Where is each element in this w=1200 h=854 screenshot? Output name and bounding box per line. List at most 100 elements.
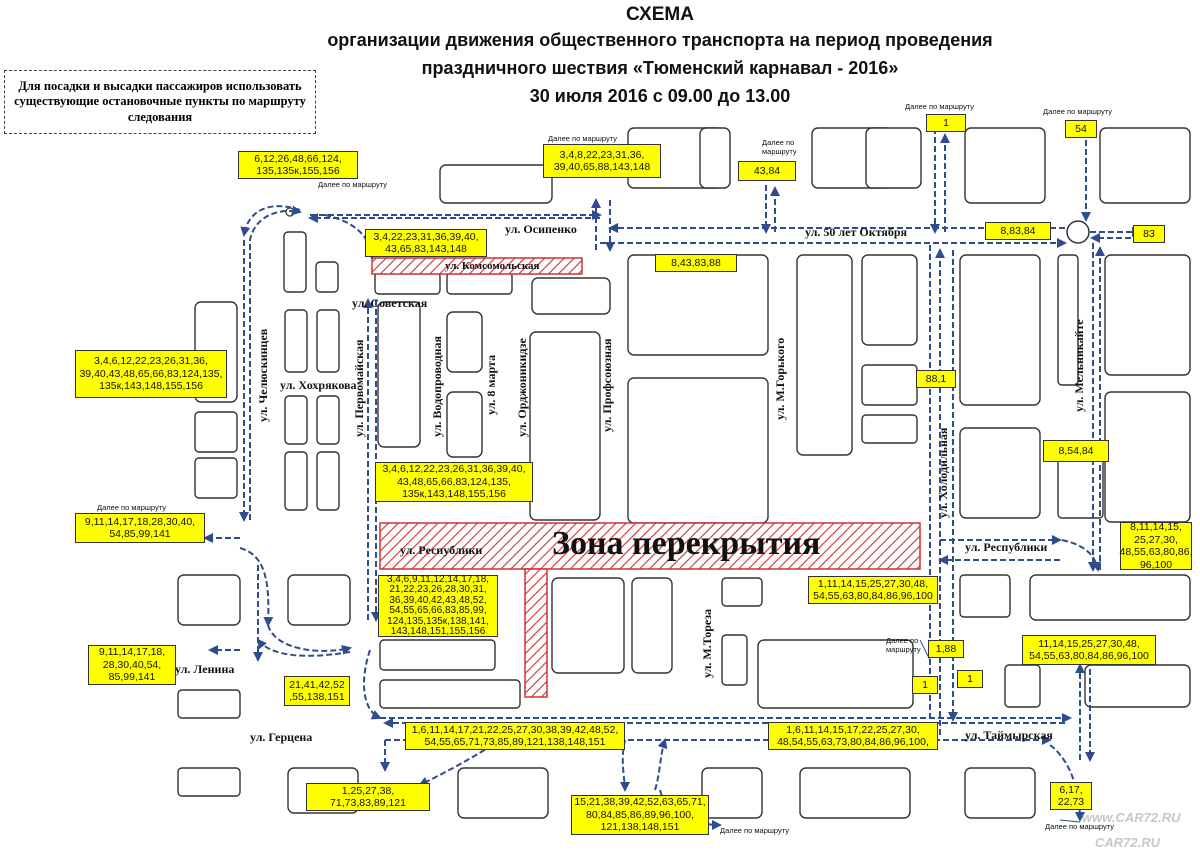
city-block (1099, 127, 1191, 204)
street-label-pervomayskaya: ул. Первомайская (352, 339, 366, 438)
closure-zone-label: Зона перекрытия (552, 525, 821, 562)
route-label-chelyuskintsev: 3,4,6,12,22,23,26,31,36, 39,40,43,48,65,… (75, 350, 227, 398)
route-label-1-top: 1 (926, 114, 966, 132)
city-block (377, 301, 421, 448)
city-block (177, 767, 241, 797)
city-block (1057, 254, 1079, 386)
route-label-1-88: 1,88 (928, 640, 964, 658)
city-block (529, 331, 601, 521)
city-block (315, 261, 339, 293)
route-label-6-17-22-73: 6,17, 22,73 (1050, 782, 1092, 810)
city-block (531, 277, 611, 315)
city-block (284, 451, 308, 511)
city-block (861, 364, 918, 406)
route-label-respubliki-main: 3,4,6,9,11,12,14,17,18, 21,22,23,26,28,3… (378, 574, 498, 637)
city-block (1084, 664, 1191, 708)
city-block (964, 767, 1036, 819)
street-label-8-marta: ул. 8 марта (484, 354, 498, 415)
city-block (194, 457, 238, 499)
street-label-respubliki-east: ул. Республики (965, 540, 1048, 554)
further-route-note: Далее по маршруту (886, 636, 921, 654)
route-label-osipenko-top: 3,4,8,22,23,31,36, 39,40,65,88,143,148 (543, 144, 661, 178)
city-block (284, 395, 308, 445)
street-label-taymyrskaya: ул. Таймырская (965, 728, 1053, 742)
route-label-88-1: 88,1 (916, 370, 956, 388)
city-block (627, 377, 769, 524)
street-label-hohryakova: ул. Хохрякова (280, 378, 357, 392)
city-block (283, 231, 307, 293)
route-label-respubliki-east: 8,11,14,15, 25,27,30, 48,55,63,80,86, 96… (1119, 521, 1193, 571)
route-label-left-mid: 9,11,14,17,18,28,30,40, 54,85,99,141 (75, 513, 205, 543)
street-label-profsoyuznaya: ул. Профсоюзная (600, 338, 614, 432)
city-block (379, 639, 496, 671)
city-block (194, 411, 238, 453)
route-label-bottom-center: 1,6,11,14,17,21,22,25,27,30,38,39,42,48,… (405, 722, 625, 750)
city-block (959, 574, 1011, 618)
city-block (316, 395, 340, 445)
city-blocks (177, 127, 1191, 819)
city-block (699, 127, 731, 189)
route-label-bottom-mid: 15,21,38,39,42,52,63,65,71, 80,84,85,86,… (571, 795, 709, 835)
street-label-melnikayte: ул. Мельникайте (1072, 319, 1086, 412)
city-block (861, 414, 918, 444)
street-label-gertsena: ул. Герцена (250, 730, 313, 744)
further-route-note: Далее по маршруту (548, 134, 617, 143)
city-block (1029, 574, 1191, 621)
city-block (964, 127, 1046, 204)
closure-zone-komsomolskaya (371, 257, 583, 275)
page-title: СХЕМА (626, 4, 694, 25)
city-block (287, 574, 351, 626)
route-label-8-43-83-88: 8,43,83,88 (655, 254, 737, 272)
route-label-1-left: 1 (912, 676, 938, 694)
city-block (1057, 457, 1104, 519)
street-label-komsomolskaya: ул. Комсомольская (445, 260, 540, 272)
city-block (631, 577, 673, 674)
street-label-osipenko: ул. Осипенко (505, 222, 577, 236)
city-block (959, 254, 1041, 406)
city-block (379, 679, 521, 709)
route-label-pervomayskaya: 3,4,6,12,22,23,26,31,36,39,40, 43,48,65,… (375, 462, 533, 502)
city-block (177, 689, 241, 719)
watermark: CAR72.RU (1095, 835, 1161, 850)
city-block (721, 577, 763, 607)
further-route-note: Далее по маршруту (762, 138, 797, 156)
route-label-taymyr-upper: 11,14,15,25,27,30,48, 54,55,63,80,84,86,… (1022, 635, 1156, 665)
city-block (446, 311, 483, 373)
city-block (177, 574, 241, 626)
street-label-toreza: ул. М.Тореза (700, 608, 714, 678)
further-route-note: Далее по маршруту (318, 180, 387, 189)
city-block (446, 271, 513, 295)
street-label-gorkogo: ул. М.Горького (773, 337, 787, 420)
street-label-respubliki: ул. Республики (400, 543, 483, 557)
city-block (721, 634, 748, 686)
city-block (457, 767, 549, 819)
further-route-note: Далее по маршруту (97, 503, 166, 512)
route-label-43-84: 43,84 (738, 161, 796, 181)
city-block (757, 639, 914, 709)
further-route-note: Далее по маршруту (1043, 107, 1112, 116)
route-label-83: 83 (1133, 225, 1165, 243)
street-label-chelyuskintsev: ул. Челюскинцев (256, 328, 270, 422)
city-block (1004, 664, 1041, 708)
city-block (796, 254, 853, 456)
city-block (861, 254, 918, 346)
further-route-note: Далее по маршруту (1045, 822, 1114, 831)
city-block (865, 127, 922, 189)
city-block (799, 767, 911, 819)
street-label-50-let-oktyabrya: ул. 50 лет Октября (805, 225, 908, 239)
street-label-sovetskaya: ул. Советская (352, 296, 428, 310)
page-subtitle-line: организации движения общественного транс… (327, 30, 993, 50)
street-label-vodoprovodnaya: ул. Водопроводная (430, 336, 444, 437)
route-label-nw-top: 6,12,26,48,66,124, 135,135к,155,156 (238, 151, 358, 179)
page-subtitle-line: праздничного шествия «Тюменский карнавал… (421, 58, 899, 78)
passenger-note: Для посадки и высадки пассажиров использ… (4, 70, 316, 134)
watermark: www.CAR72.RU (1082, 810, 1181, 825)
city-block (374, 271, 441, 295)
route-label-8-83-84: 8,83,84 (985, 222, 1051, 240)
page-date-line: 30 июля 2016 с 09.00 до 13.00 (529, 86, 791, 106)
route-label-1-right: 1 (957, 670, 983, 688)
route-label-gertsena-box: 21,41,42,52 ,55,138,151 (284, 676, 350, 706)
city-block (1104, 391, 1191, 523)
